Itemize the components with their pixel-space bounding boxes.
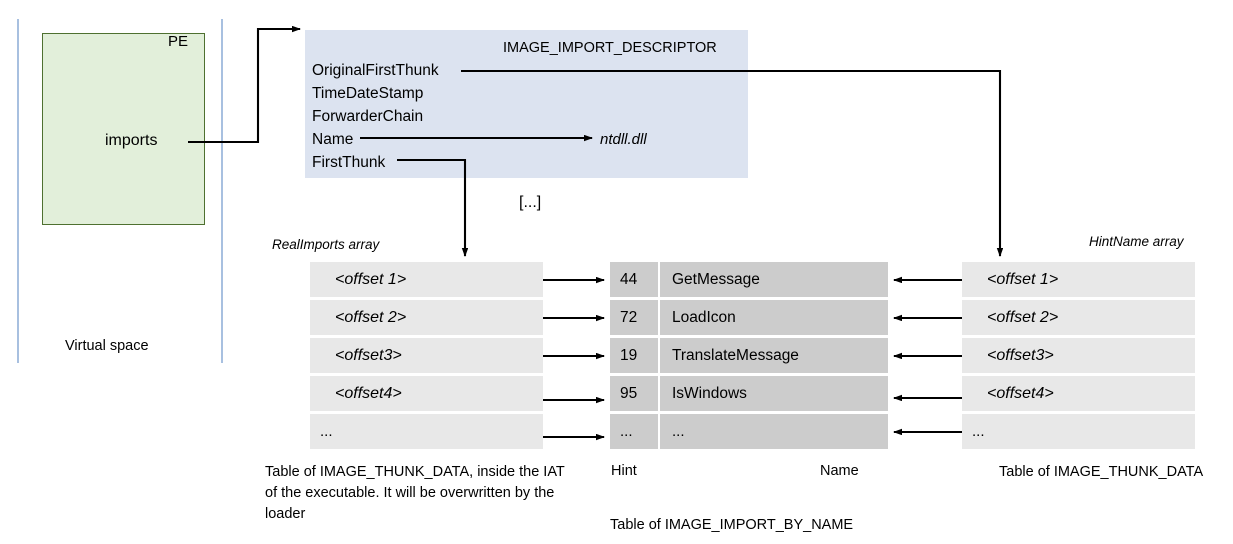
realimports-table: <offset 1> <offset 2> <offset3> <offset4… — [310, 262, 543, 449]
table-row: 44 GetMessage — [610, 262, 888, 297]
row-divider — [610, 335, 888, 338]
table-row: <offset 1> — [962, 262, 1195, 297]
importbyname-cell-name: TranslateMessage — [660, 338, 888, 373]
hintname-table: <offset 1> <offset 2> <offset3> <offset4… — [962, 262, 1195, 449]
importbyname-cell-name: LoadIcon — [660, 300, 888, 335]
hintname-cell-offset: <offset 2> — [962, 300, 1195, 335]
column-divider — [658, 300, 660, 335]
table-row: ... — [962, 414, 1195, 449]
row-divider — [310, 411, 543, 414]
realimports-caption: Table of IMAGE_THUNK_DATA, inside the IA… — [265, 464, 565, 522]
virtual-space-right-boundary — [221, 19, 223, 363]
hint-column-label: Hint — [611, 463, 637, 479]
realimports-to-importbyname-connectors — [543, 276, 605, 441]
table-row: <offset3> — [962, 338, 1195, 373]
importbyname-cell-hint: 72 — [610, 300, 658, 335]
table-row: <offset 2> — [962, 300, 1195, 335]
column-divider — [658, 338, 660, 373]
row-divider — [962, 411, 1195, 414]
importbyname-cell-hint: ... — [610, 414, 658, 449]
importbyname-cell-name: GetMessage — [660, 262, 888, 297]
importbyname-cell-hint: 95 — [610, 376, 658, 411]
importbyname-cell-hint: 44 — [610, 262, 658, 297]
descriptor-field-firstthunk: FirstThunk — [312, 154, 386, 171]
importbyname-cell-hint: 19 — [610, 338, 658, 373]
hintname-to-importbyname-connectors — [893, 276, 962, 436]
descriptor-field-originalfirstthunk: OriginalFirstThunk — [312, 62, 439, 79]
hintname-cell-offset: ... — [962, 414, 1195, 449]
hintname-caption: Table of IMAGE_THUNK_DATA — [999, 464, 1204, 480]
pe-box-label: PE — [168, 33, 189, 50]
dll-name-value: ntdll.dll — [600, 131, 647, 148]
table-row: 95 IsWindows — [610, 376, 888, 411]
virtual-space-left-boundary — [17, 19, 19, 363]
row-divider — [962, 335, 1195, 338]
row-divider — [610, 297, 888, 300]
table-row: 72 LoadIcon — [610, 300, 888, 335]
table-row: <offset 2> — [310, 300, 543, 335]
descriptor-field-timedatestamp: TimeDateStamp — [312, 85, 424, 102]
column-divider — [658, 414, 660, 449]
table-row: <offset 1> — [310, 262, 543, 297]
hintname-cell-offset: <offset3> — [962, 338, 1195, 373]
imports-entry-label: imports — [105, 132, 158, 149]
realimports-array-title: RealImports array — [272, 237, 380, 252]
row-divider — [310, 373, 543, 376]
realimports-cell-offset: <offset 2> — [310, 300, 543, 335]
hintname-cell-offset: <offset4> — [962, 376, 1195, 411]
table-row: 19 TranslateMessage — [610, 338, 888, 373]
descriptor-title: IMAGE_IMPORT_DESCRIPTOR — [503, 40, 717, 56]
realimports-cell-offset: ... — [310, 414, 543, 449]
descriptor-field-name: Name — [312, 131, 354, 148]
row-divider — [610, 411, 888, 414]
row-divider — [610, 373, 888, 376]
column-divider — [658, 376, 660, 411]
importbyname-cell-name: ... — [660, 414, 888, 449]
table-row: ... ... — [610, 414, 888, 449]
importbyname-table: 44 GetMessage 72 LoadIcon 19 TranslateMe… — [610, 262, 888, 449]
table-row: ... — [310, 414, 543, 449]
row-divider — [310, 297, 543, 300]
table-row: <offset3> — [310, 338, 543, 373]
realimports-cell-offset: <offset 1> — [310, 262, 543, 297]
table-row: <offset4> — [962, 376, 1195, 411]
realimports-cell-offset: <offset3> — [310, 338, 543, 373]
realimports-cell-offset: <offset4> — [310, 376, 543, 411]
row-divider — [962, 297, 1195, 300]
descriptor-field-forwarderchain: ForwarderChain — [312, 108, 424, 125]
virtual-space-label: Virtual space — [65, 338, 149, 354]
descriptor-continuation: [...] — [519, 194, 542, 211]
column-divider — [658, 262, 660, 297]
hintname-array-title: HintName array — [1089, 234, 1184, 249]
row-divider — [310, 335, 543, 338]
importbyname-cell-name: IsWindows — [660, 376, 888, 411]
importbyname-caption: Table of IMAGE_IMPORT_BY_NAME — [610, 517, 854, 533]
table-row: <offset4> — [310, 376, 543, 411]
hintname-cell-offset: <offset 1> — [962, 262, 1195, 297]
pe-module-box — [42, 33, 205, 225]
row-divider — [962, 373, 1195, 376]
name-column-label: Name — [820, 463, 859, 479]
